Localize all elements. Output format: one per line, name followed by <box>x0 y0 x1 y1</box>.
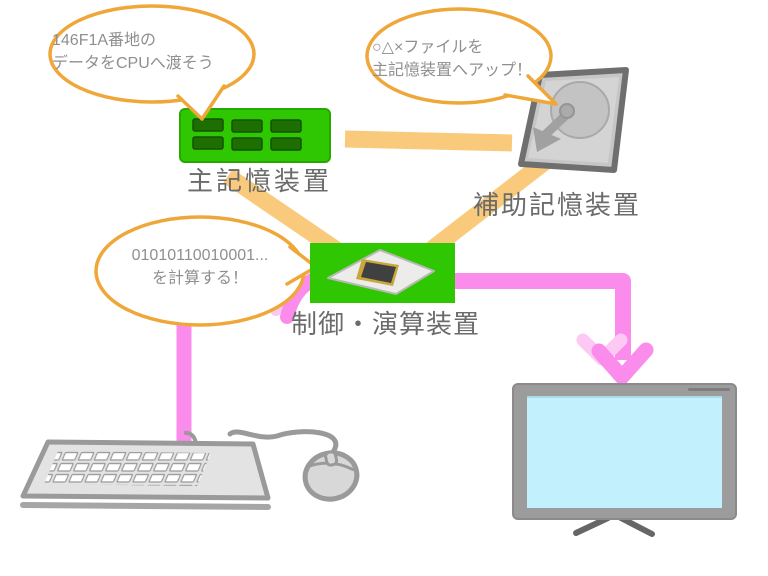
monitor-icon <box>512 383 737 537</box>
keyboard-icon <box>20 430 271 510</box>
cpu-speech-bubble <box>94 215 318 327</box>
main-memory-label: 主記憶装置 <box>187 166 333 196</box>
band-ram-hdd <box>344 130 513 152</box>
storage-bubble-line1: ○△×ファイルを <box>372 39 484 56</box>
cpu-bubble-line2: を計算する！ <box>151 270 248 287</box>
storage-bubble-text: ○△×ファイルを 主記憶装置へアップ！ <box>372 36 532 82</box>
memory-speech-bubble <box>48 4 256 121</box>
mouse-icon <box>227 429 360 502</box>
storage-speech-bubble <box>365 7 558 106</box>
memory-bubble-text: 146F1A番地の データをCPUへ渡そう <box>52 29 214 75</box>
arrow-cpu-monitor <box>452 273 654 385</box>
cpu-unit-label: 制御・演算装置 <box>291 309 481 339</box>
cpu-bubble-text: 01010110010001... を計算する！ <box>106 244 294 290</box>
memory-bubble-line1: 146F1A番地の <box>52 32 157 49</box>
cpu-bubble-line1: 01010110010001... <box>131 247 269 264</box>
memory-bubble-line2: データをCPUへ渡そう <box>52 55 214 72</box>
storage-bubble-line2: 主記憶装置へアップ！ <box>372 62 533 79</box>
auxiliary-storage-label: 補助記憶装置 <box>473 190 642 220</box>
main-memory-icon <box>179 108 331 163</box>
cpu-icon <box>310 243 455 303</box>
